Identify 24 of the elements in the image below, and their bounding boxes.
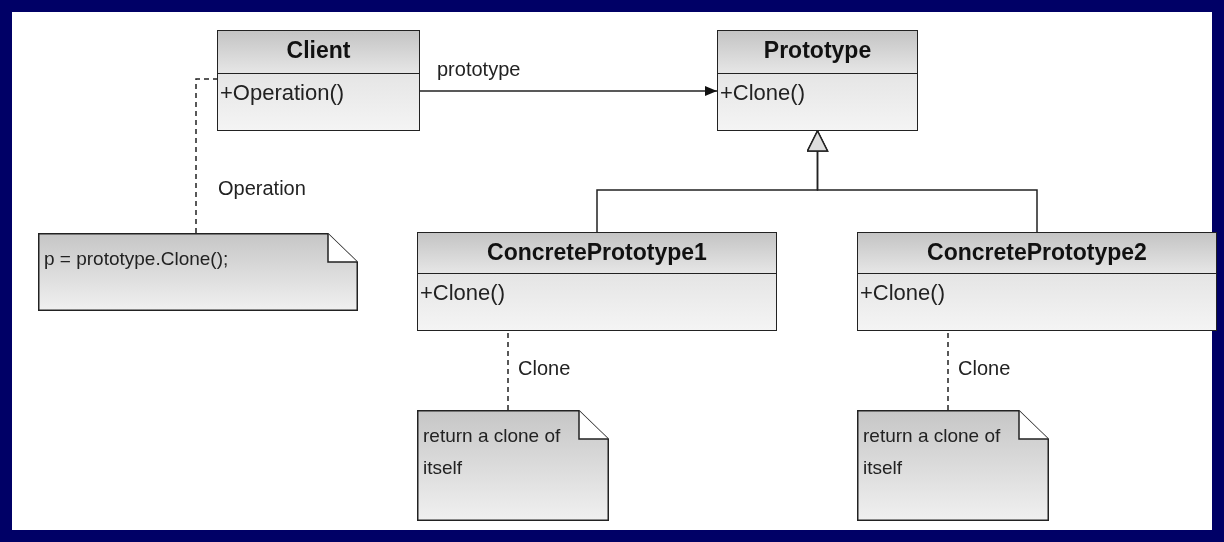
class-box	[217, 30, 420, 131]
method-text: +Operation()	[220, 80, 345, 106]
arrow	[419, 86, 718, 96]
class-name: Prototype	[763, 37, 872, 63]
note-box	[38, 233, 358, 311]
method-text: +Clone()	[420, 280, 505, 306]
class-box	[417, 232, 777, 331]
class-box	[857, 232, 1217, 331]
note-text: return a clone of itself	[863, 424, 1002, 480]
class-name: ConcretePrototype1	[487, 239, 707, 265]
note-text: p = prototype.Clone();	[44, 247, 229, 271]
class-name: ConcretePrototype2	[927, 239, 1147, 265]
method-text: +Clone()	[720, 80, 805, 106]
class-name: Client	[286, 37, 351, 63]
note-text: return a clone of itself	[423, 424, 562, 480]
note-box	[857, 410, 1049, 521]
dashed-connector	[947, 330, 949, 411]
inheritance-arrow	[806, 130, 1038, 233]
dashed-connector	[507, 330, 509, 411]
note-box	[417, 410, 609, 521]
method-text: +Clone()	[860, 280, 945, 306]
dashed-connector	[195, 78, 218, 234]
class-box	[717, 30, 918, 131]
edge-label: Operation	[218, 177, 306, 200]
